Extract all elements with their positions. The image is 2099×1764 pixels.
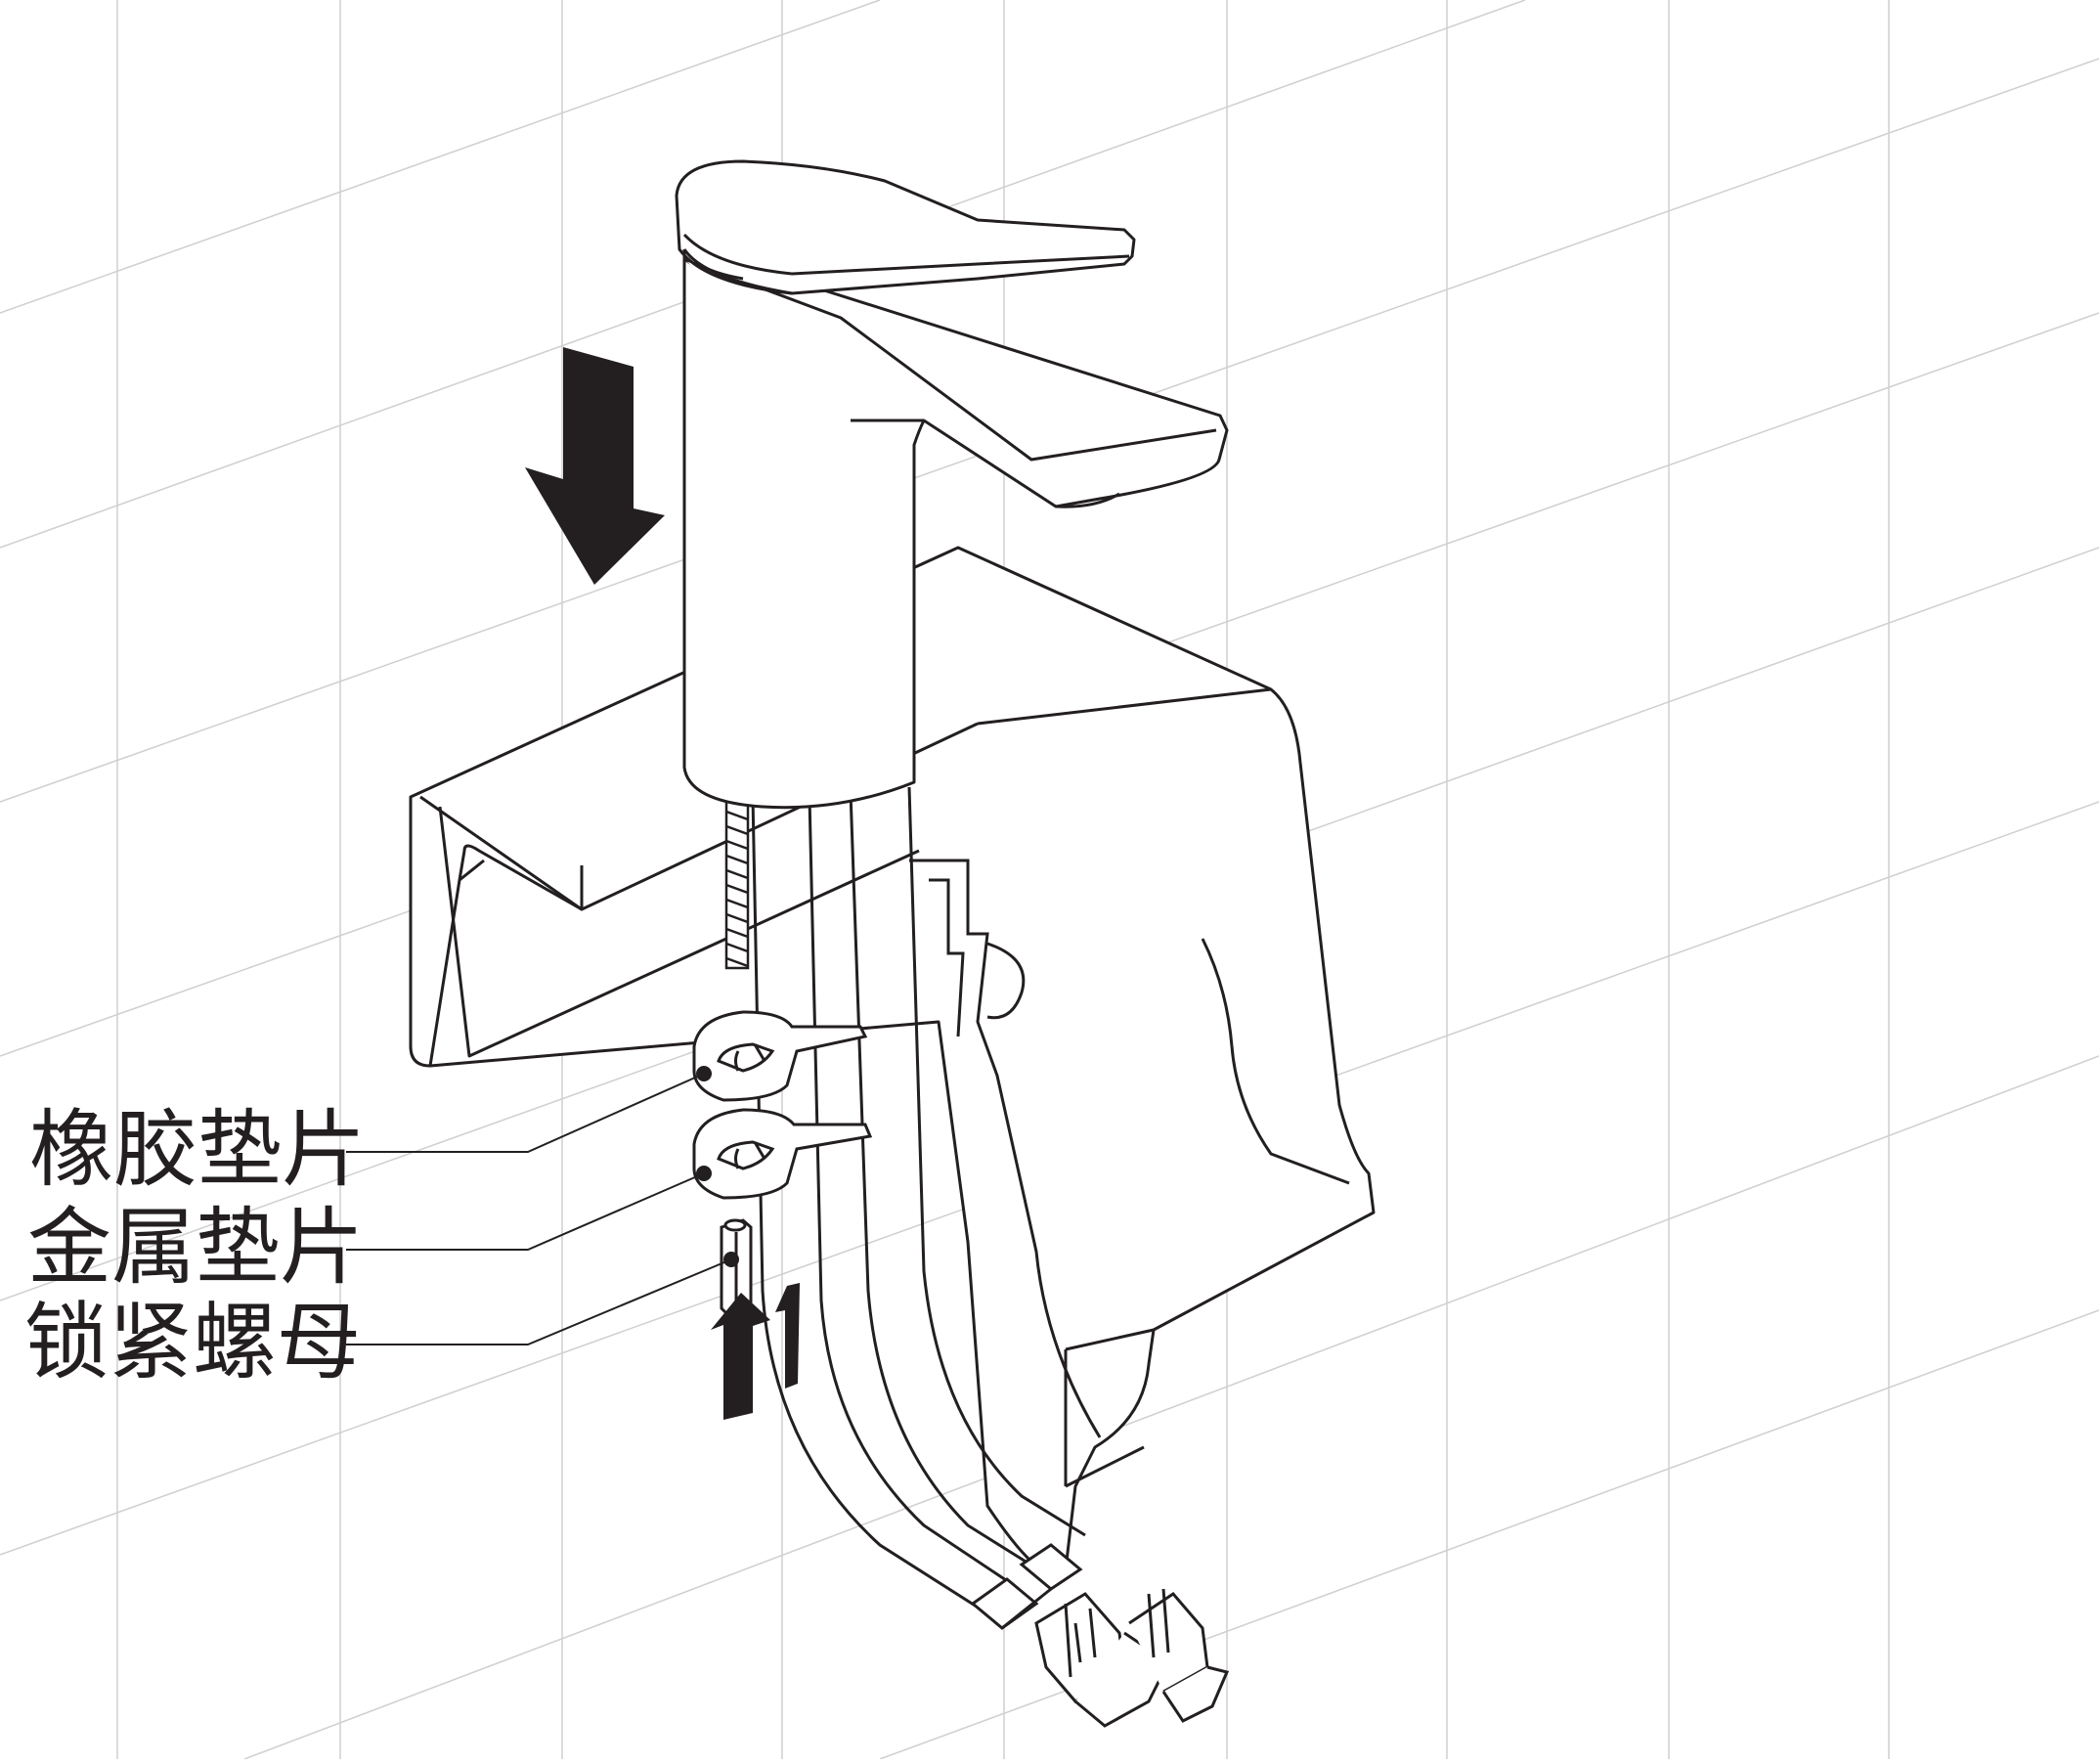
- faucet: [675, 159, 1229, 810]
- callout-dot: [696, 1066, 712, 1081]
- down-arrow-icon: [525, 347, 665, 585]
- basin: [409, 546, 1376, 1576]
- rubber-washer-label: 橡胶垫片: [29, 1101, 366, 1199]
- hose-nuts: [1034, 1588, 1230, 1728]
- callout-leaders: [346, 1073, 732, 1345]
- mounting-hardware: [692, 1010, 873, 1317]
- callout-dot: [696, 1166, 712, 1181]
- metal-washer-label: 金属垫片: [27, 1199, 364, 1297]
- lock-nut-label: 锁紧螺母: [24, 1294, 361, 1391]
- up-arrow-icon: [711, 1293, 770, 1420]
- threaded-stud: [724, 795, 750, 970]
- callout-dot: [723, 1252, 739, 1267]
- up-arrow-icon: [775, 1283, 800, 1389]
- supply-hoses: [751, 786, 1102, 1630]
